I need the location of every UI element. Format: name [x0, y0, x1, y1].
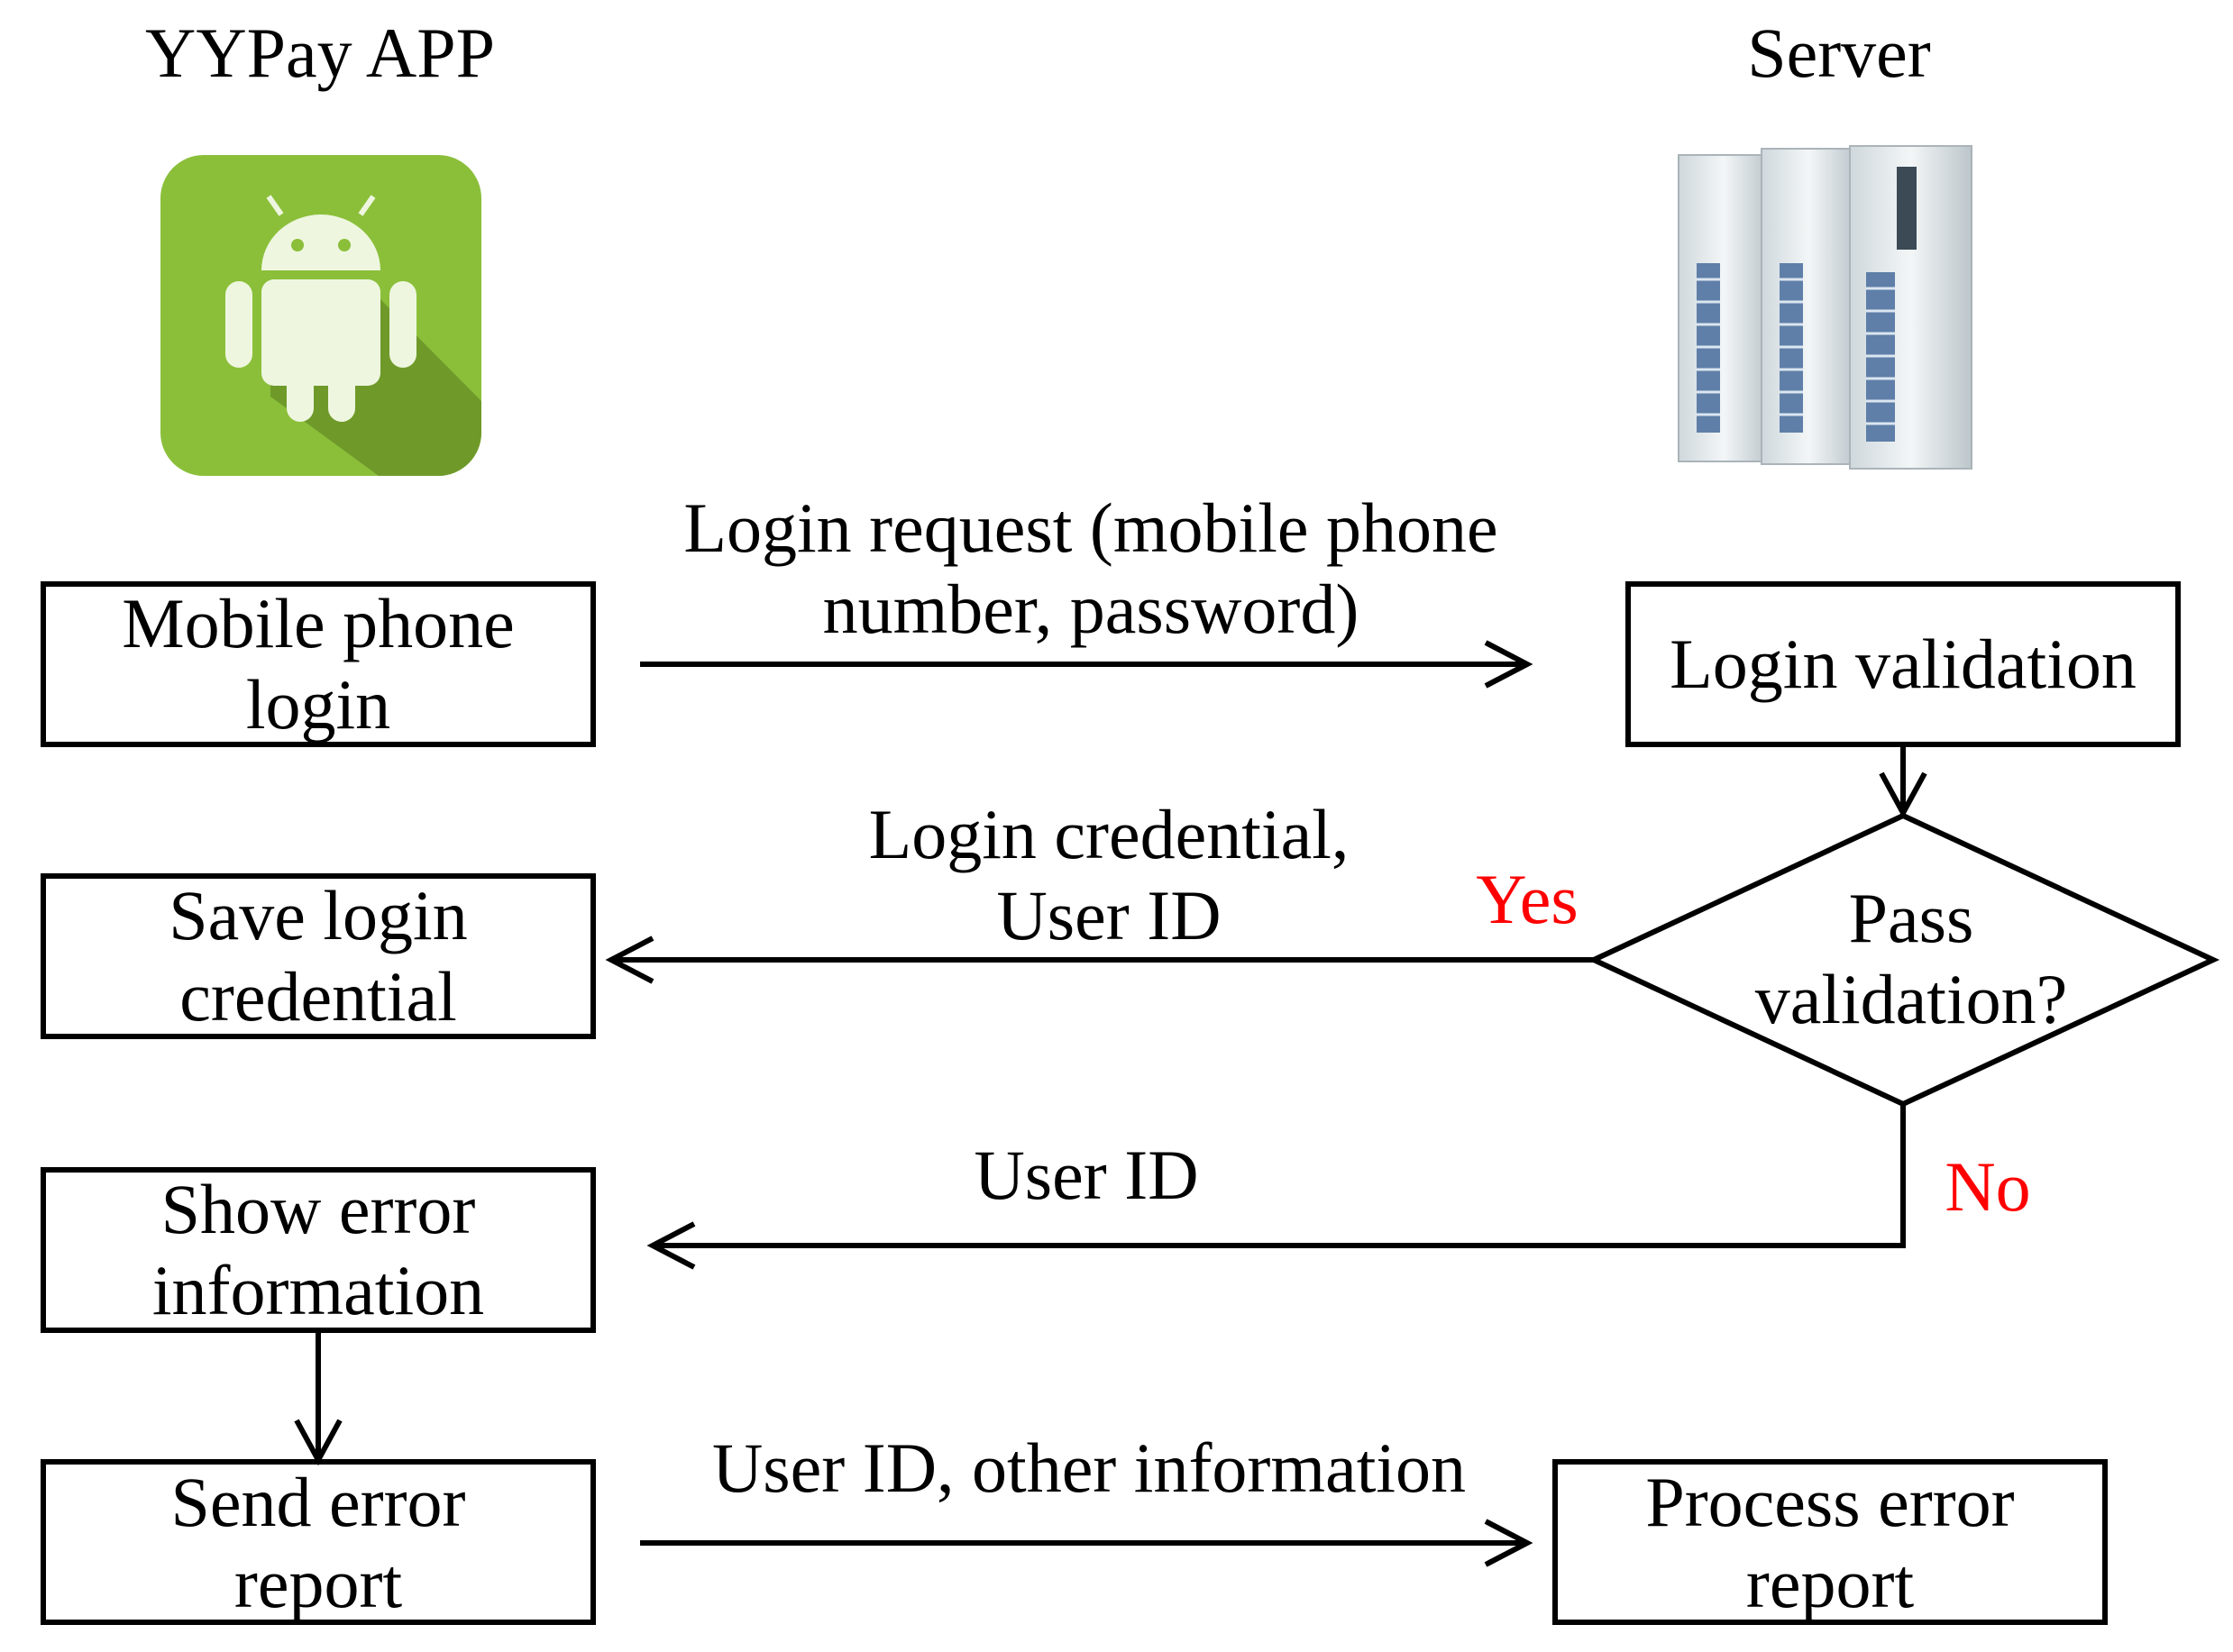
login-request-arrow: Login request (mobile phone number, pass…: [640, 488, 1533, 689]
server-header: Server: [1747, 14, 1931, 92]
error-report-arrow: User ID, other information: [640, 1428, 1533, 1567]
credential-line1: Login credential,: [869, 795, 1350, 873]
save-credential-line2: credential: [179, 957, 456, 1036]
mobile-login-box: Mobile phone login: [41, 581, 596, 747]
android-icon: [160, 155, 481, 476]
decision-line1: Pass: [1849, 879, 1974, 957]
pass-validation-decision: Pass validation?: [1587, 812, 2220, 1108]
credential-line2: User ID: [996, 876, 1221, 954]
save-credential-line1: Save login: [169, 876, 467, 954]
send-error-line2: report: [234, 1544, 403, 1622]
error-report-label: User ID, other information: [712, 1428, 1466, 1507]
no-branch-label: No: [1945, 1147, 2030, 1226]
process-error-box: Process error report: [1552, 1459, 2108, 1625]
send-error-box: Send error report: [41, 1459, 596, 1625]
login-validation-label: Login validation: [1670, 625, 2137, 703]
process-error-line2: report: [1746, 1544, 1915, 1622]
save-credential-box: Save login credential: [41, 873, 596, 1039]
credential-arrow: Login credential, User ID: [605, 795, 1594, 984]
decision-line2: validation?: [1755, 960, 2068, 1038]
validation-to-decision-arrow: [1879, 744, 1927, 819]
yes-branch-label: Yes: [1476, 860, 1579, 938]
server-rack-icon: [1678, 145, 1972, 470]
user-id-arrow: User ID: [646, 1104, 1906, 1270]
show-error-line1: Show error: [161, 1170, 476, 1248]
send-error-line1: Send error: [170, 1463, 465, 1541]
user-id-label: User ID: [974, 1136, 1198, 1214]
login-request-line1: Login request (mobile phone: [683, 488, 1497, 567]
login-request-line2: number, password): [823, 570, 1359, 648]
process-error-line1: Process error: [1645, 1463, 2014, 1541]
app-header: YYPay APP: [145, 14, 495, 92]
show-error-box: Show error information: [41, 1167, 596, 1333]
login-validation-box: Login validation: [1625, 581, 2181, 747]
mobile-login-line1: Mobile phone: [122, 584, 514, 662]
show-to-send-arrow: [294, 1330, 343, 1466]
show-error-line2: information: [152, 1251, 484, 1329]
mobile-login-line2: login: [246, 665, 390, 744]
